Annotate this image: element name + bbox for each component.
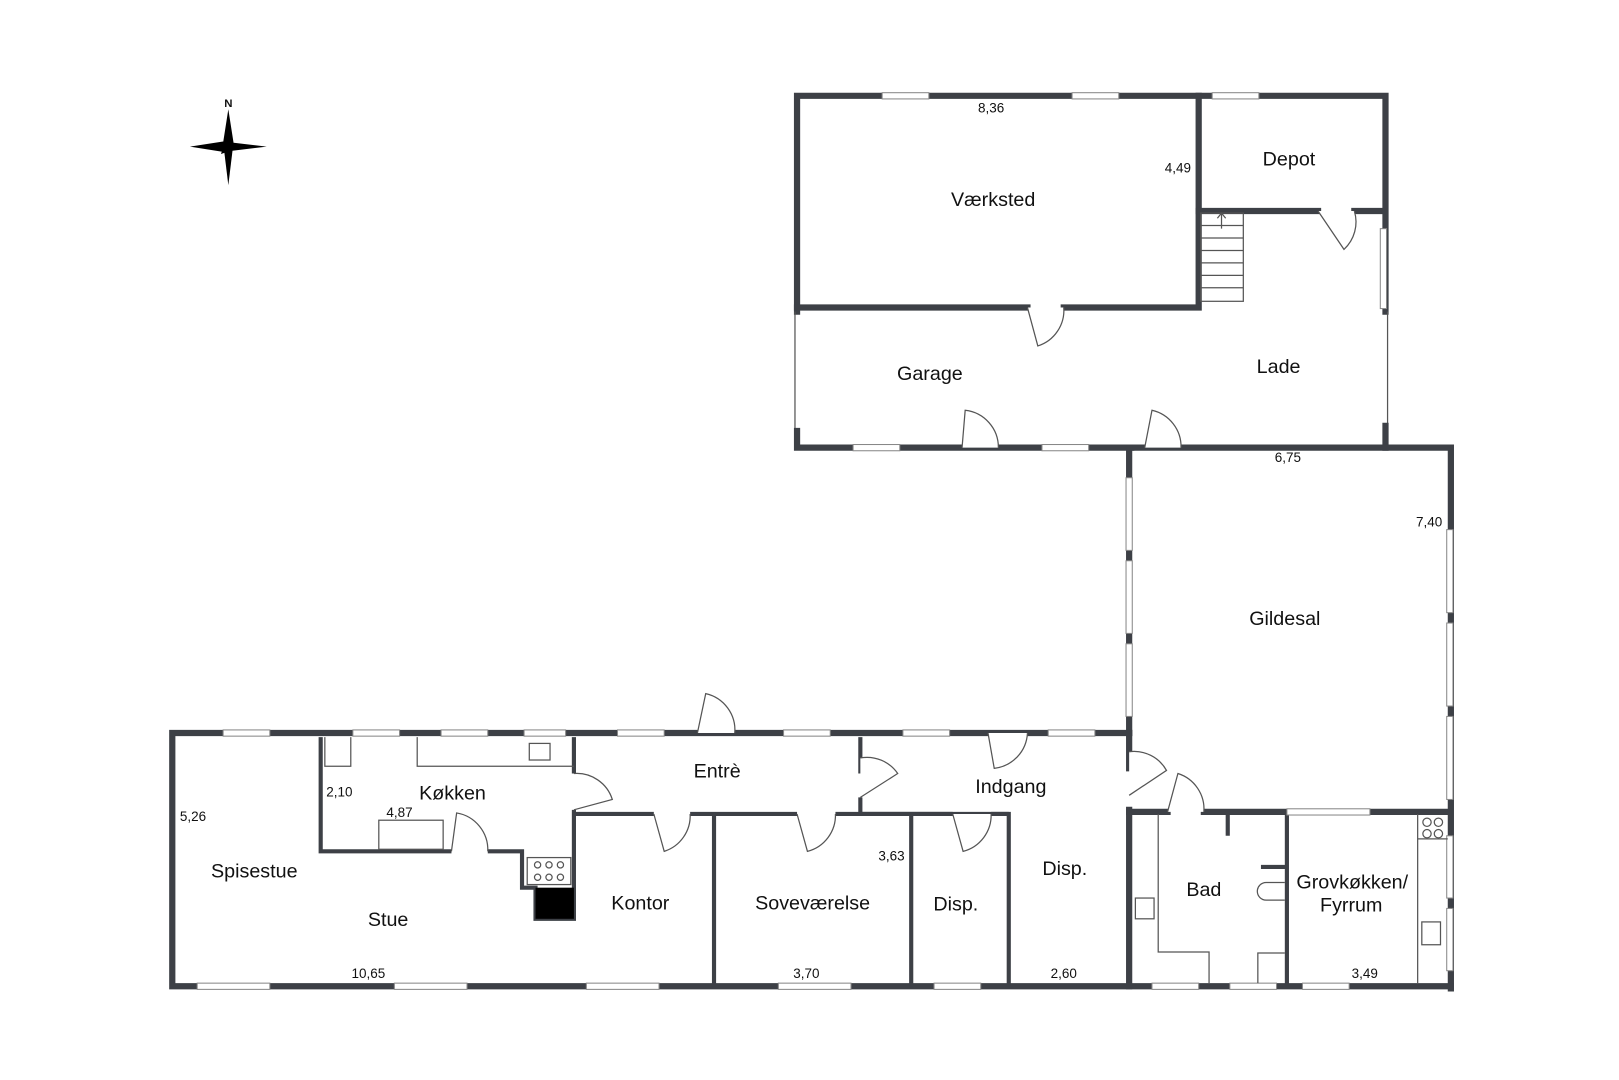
fixtures [324,212,1448,984]
room-gildesal: Gildesal [1249,608,1320,630]
room-bad: Bad [1186,879,1221,901]
dim-vaerksted-width: 8,36 [978,100,1004,115]
stairs-icon [1200,212,1244,302]
dim-koekken-width: 4,87 [386,805,412,820]
room-lade: Lade [1257,356,1301,378]
dim-vaerksted-height: 4,49 [1165,161,1191,176]
toilet-icon [1256,881,1285,901]
compass-icon: N [189,98,267,186]
room-spisestue: Spisestue [211,860,298,882]
room-koekken: Køkken [419,782,486,804]
dim-disp-width: 2,60 [1051,966,1077,981]
dim-gildesal-height: 7,40 [1416,515,1442,530]
room-labels: Værksted Depot Garage Lade Gildesal Entr… [211,148,1409,931]
room-sovevaerelse: Soveværelse [755,892,870,914]
dim-spisestue-height: 5,26 [180,809,206,824]
room-depot: Depot [1263,148,1316,170]
room-grovkoekken-line1: Grovkøkken/ [1296,872,1408,894]
windows [196,92,1454,990]
dim-stue-width: 10,65 [352,966,386,981]
room-grovkoekken-line2: Fyrrum [1320,895,1382,917]
room-kontor: Kontor [611,892,669,914]
walls [169,92,1454,992]
dim-sov-height: 3,63 [878,849,904,864]
room-disp-2: Disp. [1042,858,1087,880]
stove-icon [526,856,572,886]
dim-gildesal-width: 6,75 [1275,450,1301,465]
doors [450,210,1357,853]
room-garage: Garage [897,363,963,385]
dim-sov-width: 3,70 [793,966,819,981]
room-stue: Stue [368,909,409,931]
room-disp-1: Disp. [933,894,978,916]
dim-koekken-height: 2,10 [326,784,352,799]
room-indgang: Indgang [975,776,1046,798]
room-vaerksted: Værksted [951,189,1035,211]
dim-grov-width: 3,49 [1352,966,1378,981]
dimension-labels: 8,36 4,49 6,75 7,40 2,10 4,87 5,26 10,65… [180,100,1442,981]
compass-north-label: N [224,98,232,110]
room-entre: Entrè [694,761,741,783]
